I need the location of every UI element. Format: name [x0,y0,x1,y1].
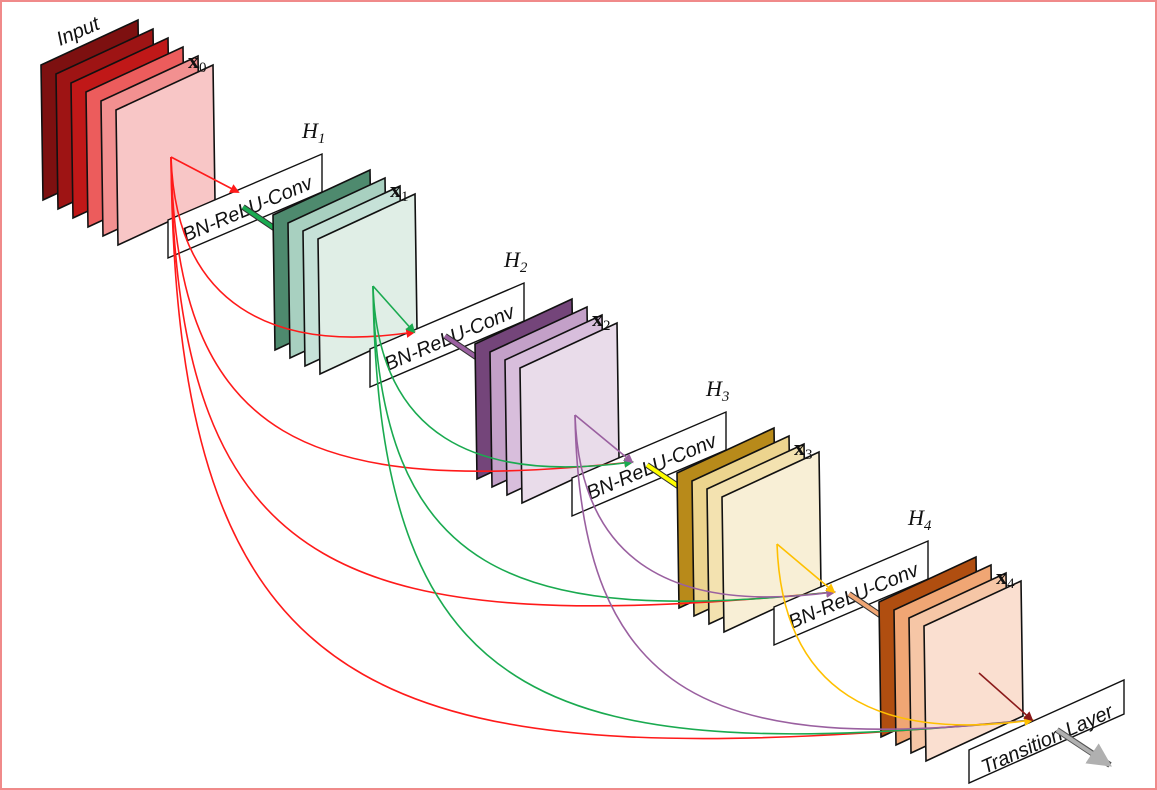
feature-map-label: x3 [794,435,813,463]
dense-connection-x3-to-h4 [776,543,836,594]
dense-connection-x1-to-h4 [372,285,836,603]
dense-connection-x1-to-h3 [372,285,634,468]
connector-arrow [645,463,680,488]
feature-map-label: x0 [188,48,207,76]
dense-connection-x2-to-h3 [574,414,634,464]
transition-box [968,678,1125,785]
connector-arrow [847,592,882,617]
dense-connection-x2-to-transition [574,414,1034,731]
dense-connection-x2-to-h4 [574,414,836,598]
layer-h-label: H4 [907,505,932,534]
feature-map-x1: x1 [272,168,418,376]
connector-arrow [443,334,478,359]
dense-connection-x3-to-transition [776,543,1034,726]
layer-h-label: H1 [301,118,325,147]
dense-connection-x0-to-h1 [170,156,240,193]
dense-connection-x0-to-h3 [170,156,634,473]
feature-map-label: x4 [996,564,1015,592]
layer-h-label: H3 [705,376,729,405]
layer-h-label: H2 [503,247,528,276]
dense-connection-x4-to-transition [978,672,1034,722]
feature-map-x2: x2 [474,297,620,505]
dense-connection-x0-to-transition [170,156,1034,740]
feature-map-x4: x4 [878,555,1024,763]
dense-connection-x0-to-h4 [170,156,836,607]
feature-map-label: x2 [592,306,611,334]
dense-connection-x0-to-h2 [170,156,416,338]
dense-connection-x1-to-h2 [372,285,416,334]
connector-arrow [241,205,276,230]
dense-connection-x1-to-transition [372,285,1034,735]
feature-map-sheet [923,579,1024,763]
feature-map-x3: x3 [676,426,822,634]
feature-map-label: x1 [390,177,409,205]
output-arrow [1055,728,1112,767]
